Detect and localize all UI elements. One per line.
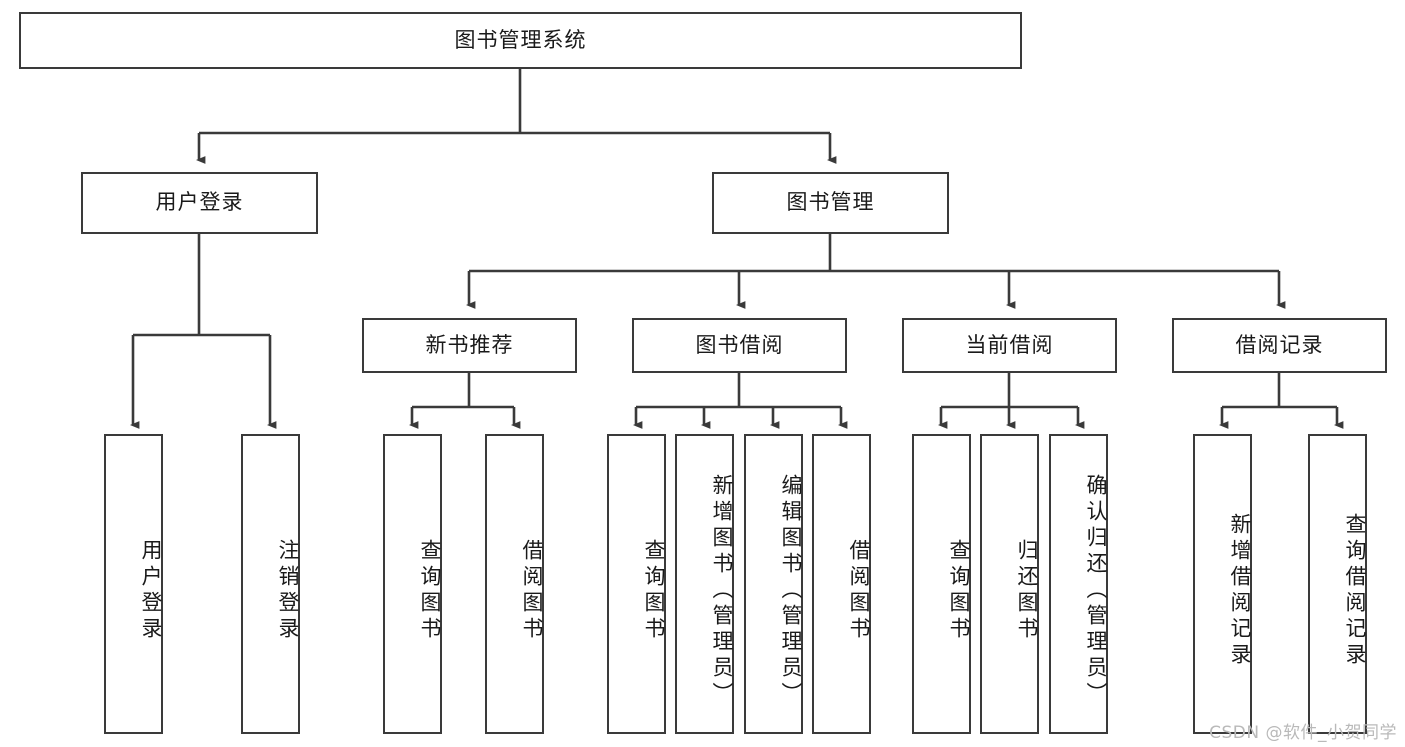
leaf-borrow-add-book-label: 新增图书（管理员） <box>710 474 734 708</box>
leaf-record-add-record[interactable]: 新增借阅记录 <box>1193 434 1252 734</box>
leaf-borrow-query-book[interactable]: 查询图书 <box>607 434 666 734</box>
leaf-borrow-add-book[interactable]: 新增图书（管理员） <box>675 434 734 734</box>
node-book-borrow[interactable]: 图书借阅 <box>632 318 847 373</box>
leaf-recommend-query-book-label: 查询图书 <box>418 539 442 643</box>
node-book-management-label: 图书管理 <box>786 190 875 215</box>
leaf-current-confirm-return-label: 确认归还（管理员） <box>1084 474 1108 708</box>
leaf-recommend-borrow-book-label: 借阅图书 <box>520 539 544 643</box>
node-new-book-recommend-label: 新书推荐 <box>425 332 514 357</box>
leaf-borrow-edit-book-label: 编辑图书（管理员） <box>779 474 803 708</box>
node-user-login[interactable]: 用户登录 <box>81 172 318 234</box>
leaf-user-login-signout[interactable]: 注销登录 <box>241 434 300 734</box>
node-current-borrow[interactable]: 当前借阅 <box>902 318 1117 373</box>
leaf-user-login-signin-label: 用户登录 <box>139 539 163 643</box>
leaf-user-login-signin[interactable]: 用户登录 <box>104 434 163 734</box>
node-book-management[interactable]: 图书管理 <box>712 172 949 234</box>
leaf-borrow-borrow-book[interactable]: 借阅图书 <box>812 434 871 734</box>
leaf-user-login-signout-label: 注销登录 <box>276 539 300 643</box>
leaf-current-query-book-label: 查询图书 <box>947 539 971 643</box>
node-borrow-record[interactable]: 借阅记录 <box>1172 318 1387 373</box>
leaf-current-return-book-label: 归还图书 <box>1015 539 1039 643</box>
leaf-current-return-book[interactable]: 归还图书 <box>980 434 1039 734</box>
leaf-borrow-borrow-book-label: 借阅图书 <box>847 539 871 643</box>
leaf-current-query-book[interactable]: 查询图书 <box>912 434 971 734</box>
leaf-recommend-query-book[interactable]: 查询图书 <box>383 434 442 734</box>
leaf-record-query-record-label: 查询借阅记录 <box>1343 513 1367 669</box>
leaf-recommend-borrow-book[interactable]: 借阅图书 <box>485 434 544 734</box>
node-root-label: 图书管理系统 <box>454 27 587 52</box>
node-user-login-label: 用户登录 <box>155 190 244 215</box>
node-book-borrow-label: 图书借阅 <box>695 332 784 357</box>
leaf-record-add-record-label: 新增借阅记录 <box>1228 513 1252 669</box>
node-root[interactable]: 图书管理系统 <box>19 12 1022 69</box>
leaf-record-query-record[interactable]: 查询借阅记录 <box>1308 434 1367 734</box>
leaf-borrow-edit-book[interactable]: 编辑图书（管理员） <box>744 434 803 734</box>
node-current-borrow-label: 当前借阅 <box>965 332 1054 357</box>
node-new-book-recommend[interactable]: 新书推荐 <box>362 318 577 373</box>
leaf-borrow-query-book-label: 查询图书 <box>642 539 666 643</box>
leaf-current-confirm-return[interactable]: 确认归还（管理员） <box>1049 434 1108 734</box>
node-borrow-record-label: 借阅记录 <box>1235 332 1324 357</box>
watermark: CSDN @软件_小贺同学 <box>1209 723 1397 743</box>
